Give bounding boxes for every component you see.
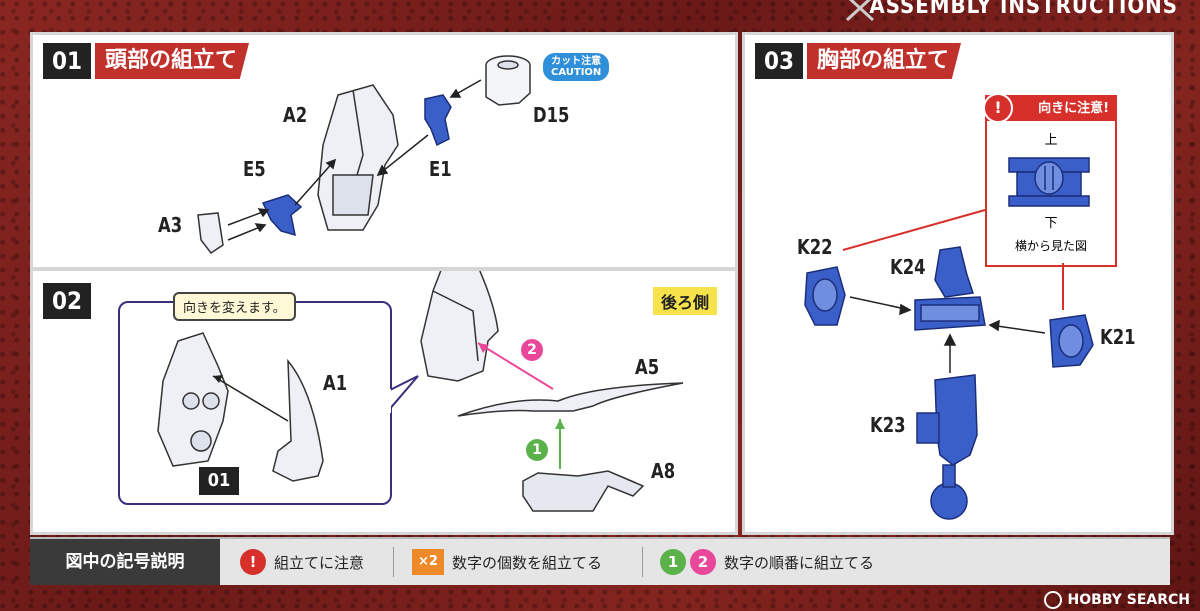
- legend-divider: [642, 547, 643, 577]
- label-a2: A2: [283, 103, 308, 127]
- label-k21: K21: [1100, 325, 1136, 349]
- part-k22: [804, 266, 846, 326]
- step-number: 03: [755, 43, 803, 79]
- crossed-swords-icon: [845, 0, 875, 26]
- part-e5: [261, 194, 303, 237]
- label-k22: K22: [797, 235, 833, 259]
- part-a5: [457, 382, 684, 417]
- hobby-search-logo-icon: [1043, 591, 1062, 609]
- part-e1: [424, 94, 452, 147]
- legend-item-multiply: ×2 数字の個数を組立てる: [412, 539, 602, 585]
- legend-divider: [393, 547, 394, 577]
- part-a3: [197, 212, 224, 255]
- label-a5: A5: [635, 355, 660, 379]
- step-number: 02: [43, 283, 91, 319]
- helmet-parts-diagram: [157, 271, 684, 512]
- step-02-panel: 02: [30, 268, 738, 535]
- step-title: 頭部の組立て: [95, 43, 250, 79]
- bottom-label: 下: [1044, 216, 1058, 231]
- header-title: ASSEMBLY INSTRUCTIONS: [869, 0, 1178, 19]
- label-a1: A1: [323, 371, 348, 395]
- order-badge-1: 1: [526, 439, 548, 461]
- part-d15: [485, 55, 531, 106]
- label-k24: K24: [890, 255, 926, 279]
- part-a1: [272, 358, 324, 482]
- warning-icon: !: [240, 549, 266, 575]
- top-label: 上: [1044, 133, 1058, 148]
- caution-jp: カット注意: [551, 56, 602, 67]
- label-d15: D15: [533, 103, 570, 127]
- callout-change-direction: 向きを変えます。: [173, 292, 296, 321]
- k24-side-view: [1008, 157, 1090, 207]
- step-title: 胸部の組立て: [807, 43, 962, 79]
- legend-item-order: 1 2 数字の順番に組立てる: [660, 539, 874, 585]
- order-number: 1: [532, 442, 542, 458]
- legend-text: 数字の順番に組立てる: [724, 553, 875, 572]
- side-view-label: 横から見た図: [1014, 239, 1087, 253]
- part-a8: [522, 470, 645, 512]
- order-icon-2: 2: [690, 549, 716, 575]
- order-badge-2: 2: [521, 339, 543, 361]
- head-assembly: [157, 332, 229, 467]
- part-k21: [1049, 314, 1094, 368]
- warning-title: 向きに注意!: [1038, 101, 1109, 116]
- label-e1: E1: [429, 157, 452, 181]
- watermark-text: HOBBY SEARCH: [1067, 592, 1190, 608]
- legend-text: 組立てに注意: [274, 553, 365, 572]
- legend-text: 数字の個数を組立てる: [452, 553, 603, 572]
- legend-item-caution: ! 組立てに注意: [240, 539, 364, 585]
- watermark: HOBBY SEARCH: [1043, 591, 1190, 609]
- order-number: 2: [527, 342, 537, 358]
- helmet-assembly: [420, 271, 499, 382]
- label-k23: K23: [870, 413, 906, 437]
- chest-parts-diagram: [804, 209, 1094, 520]
- order-icon-1: 1: [660, 549, 686, 575]
- caution-bubble: カット注意 CAUTION: [543, 53, 610, 81]
- step-03-panel: 03 胸部の組立て 向きに注意! 上 下 横から見た図 !: [742, 32, 1174, 535]
- part-k24: [914, 246, 986, 331]
- legend-title: 図中の記号説明: [30, 539, 220, 585]
- label-a8: A8: [651, 459, 676, 483]
- orientation-warning-box: 向きに注意! 上 下 横から見た図: [985, 95, 1117, 267]
- label-a3: A3: [158, 213, 183, 237]
- reference-step-badge: 01: [199, 467, 239, 495]
- part-k23: [916, 374, 978, 520]
- part-a2: [317, 84, 399, 231]
- warning-icon: !: [983, 93, 1013, 123]
- head-parts-diagram: [197, 55, 531, 255]
- multiply-icon: ×2: [412, 549, 444, 575]
- caution-en: CAUTION: [551, 67, 602, 78]
- symbol-legend: 図中の記号説明 ! 組立てに注意 ×2 数字の個数を組立てる 1 2 数字の順番…: [30, 537, 1170, 585]
- step-01-panel: 01 頭部の組立て: [30, 32, 738, 270]
- back-side-badge: 後ろ側: [653, 287, 718, 315]
- label-e5: E5: [243, 157, 266, 181]
- step-number: 01: [43, 43, 91, 79]
